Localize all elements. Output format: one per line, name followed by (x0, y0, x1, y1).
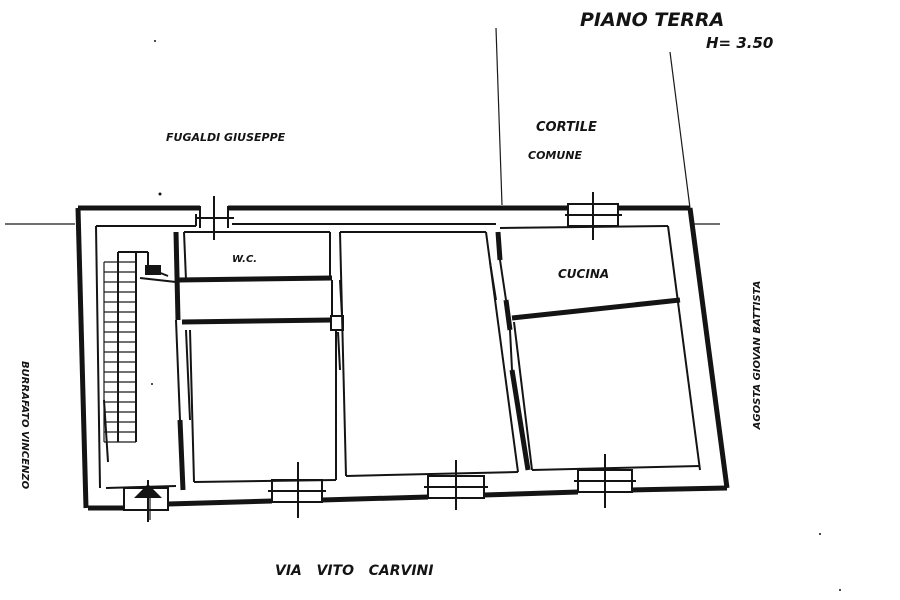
interior-door-kitchen (489, 259, 513, 371)
window-north-left (196, 196, 234, 240)
neighbor-north-label: FUGALDI GIUSEPPE (166, 131, 286, 144)
courtyard-label-line1: CORTILE (536, 120, 597, 135)
window-south-3 (574, 454, 636, 508)
speckles (151, 40, 841, 591)
window-south-1 (268, 462, 326, 518)
neighbor-east-label: AGOSTA GIOVAN BATTISTA (752, 281, 763, 431)
kitchen-label: CUCINA (558, 267, 609, 281)
door-south-1 (123, 480, 169, 522)
window-north-right (565, 192, 622, 240)
neighbor-west-label: BURRAFATO VINCENZO (19, 361, 30, 490)
street-label: VIA VITO CARVINI (275, 563, 433, 579)
stair-treads (103, 261, 136, 443)
window-south-2 (424, 460, 488, 510)
openings (123, 192, 636, 522)
interior-walls (173, 231, 701, 491)
wc-label: W.C. (232, 254, 257, 265)
courtyard-label-line2: COMUNE (528, 149, 583, 162)
plan-title: PIANO TERRA (580, 9, 724, 31)
staircase (103, 251, 177, 463)
height-label: H= 3.50 (706, 34, 773, 52)
context-lines (5, 27, 720, 520)
interior-door-left (175, 319, 191, 421)
